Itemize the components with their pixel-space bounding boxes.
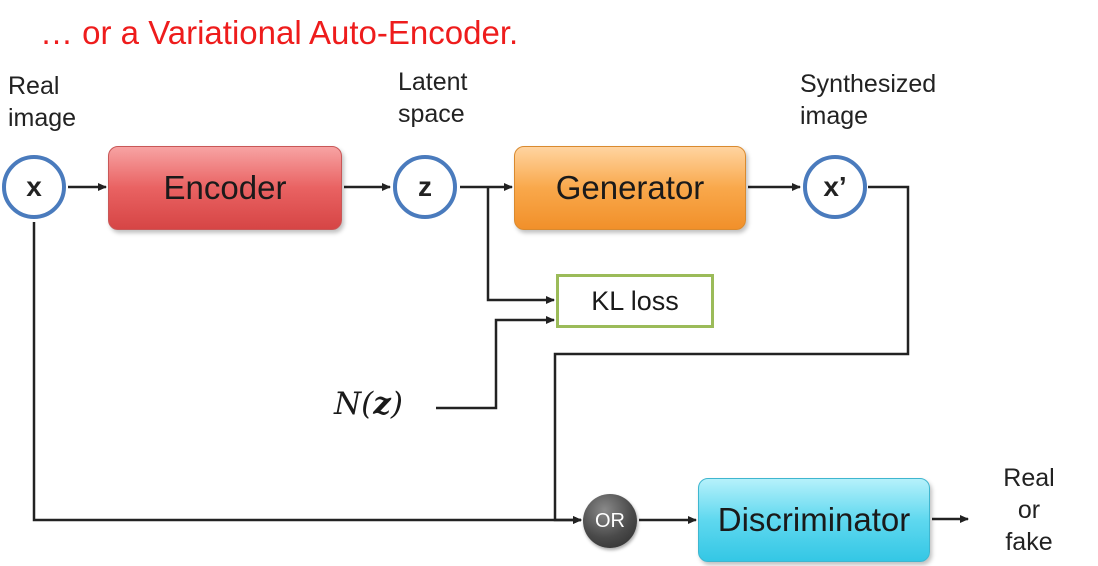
real-image-label-line1: Real: [8, 72, 60, 100]
kl-loss-block: KL loss: [556, 274, 714, 328]
latent-space-label-line1: Latent: [398, 68, 468, 96]
or-node: OR: [583, 494, 637, 548]
synthesized-image-label-line1: Synthesized: [800, 70, 937, 98]
synthesized-image-label: Synthesized image: [800, 68, 936, 132]
real-image-label: Real image: [8, 70, 76, 134]
arrow-prior-to-klloss: [436, 316, 555, 410]
arrow-z-to-klloss: [486, 187, 555, 304]
generator-block: Generator: [514, 146, 746, 230]
output-label-line2: or: [1017, 496, 1041, 524]
latent-space-label-line2: space: [398, 100, 465, 128]
output-label: Real or fake: [994, 462, 1064, 558]
output-label-line3: fake: [1005, 528, 1053, 556]
output-label-line1: Real: [1003, 464, 1055, 492]
arrow-xprime-to-or: [553, 185, 910, 524]
node-x: x: [2, 155, 66, 219]
encoder-block: Encoder: [108, 146, 342, 230]
prior-variable: z: [373, 386, 391, 422]
real-image-label-line2: image: [8, 104, 77, 132]
arrow-x-to-or: [32, 222, 582, 524]
prior-prefix: N(: [334, 386, 374, 422]
discriminator-block: Discriminator: [698, 478, 930, 562]
latent-space-label: Latent space: [398, 66, 468, 130]
prior-suffix: ): [390, 386, 403, 422]
slide-title: … or a Variational Auto-Encoder.: [40, 14, 519, 51]
node-x-prime: x’: [803, 155, 867, 219]
synthesized-image-label-line2: image: [800, 102, 869, 130]
prior-distribution-label: N(z): [334, 386, 403, 422]
node-z: z: [393, 155, 457, 219]
